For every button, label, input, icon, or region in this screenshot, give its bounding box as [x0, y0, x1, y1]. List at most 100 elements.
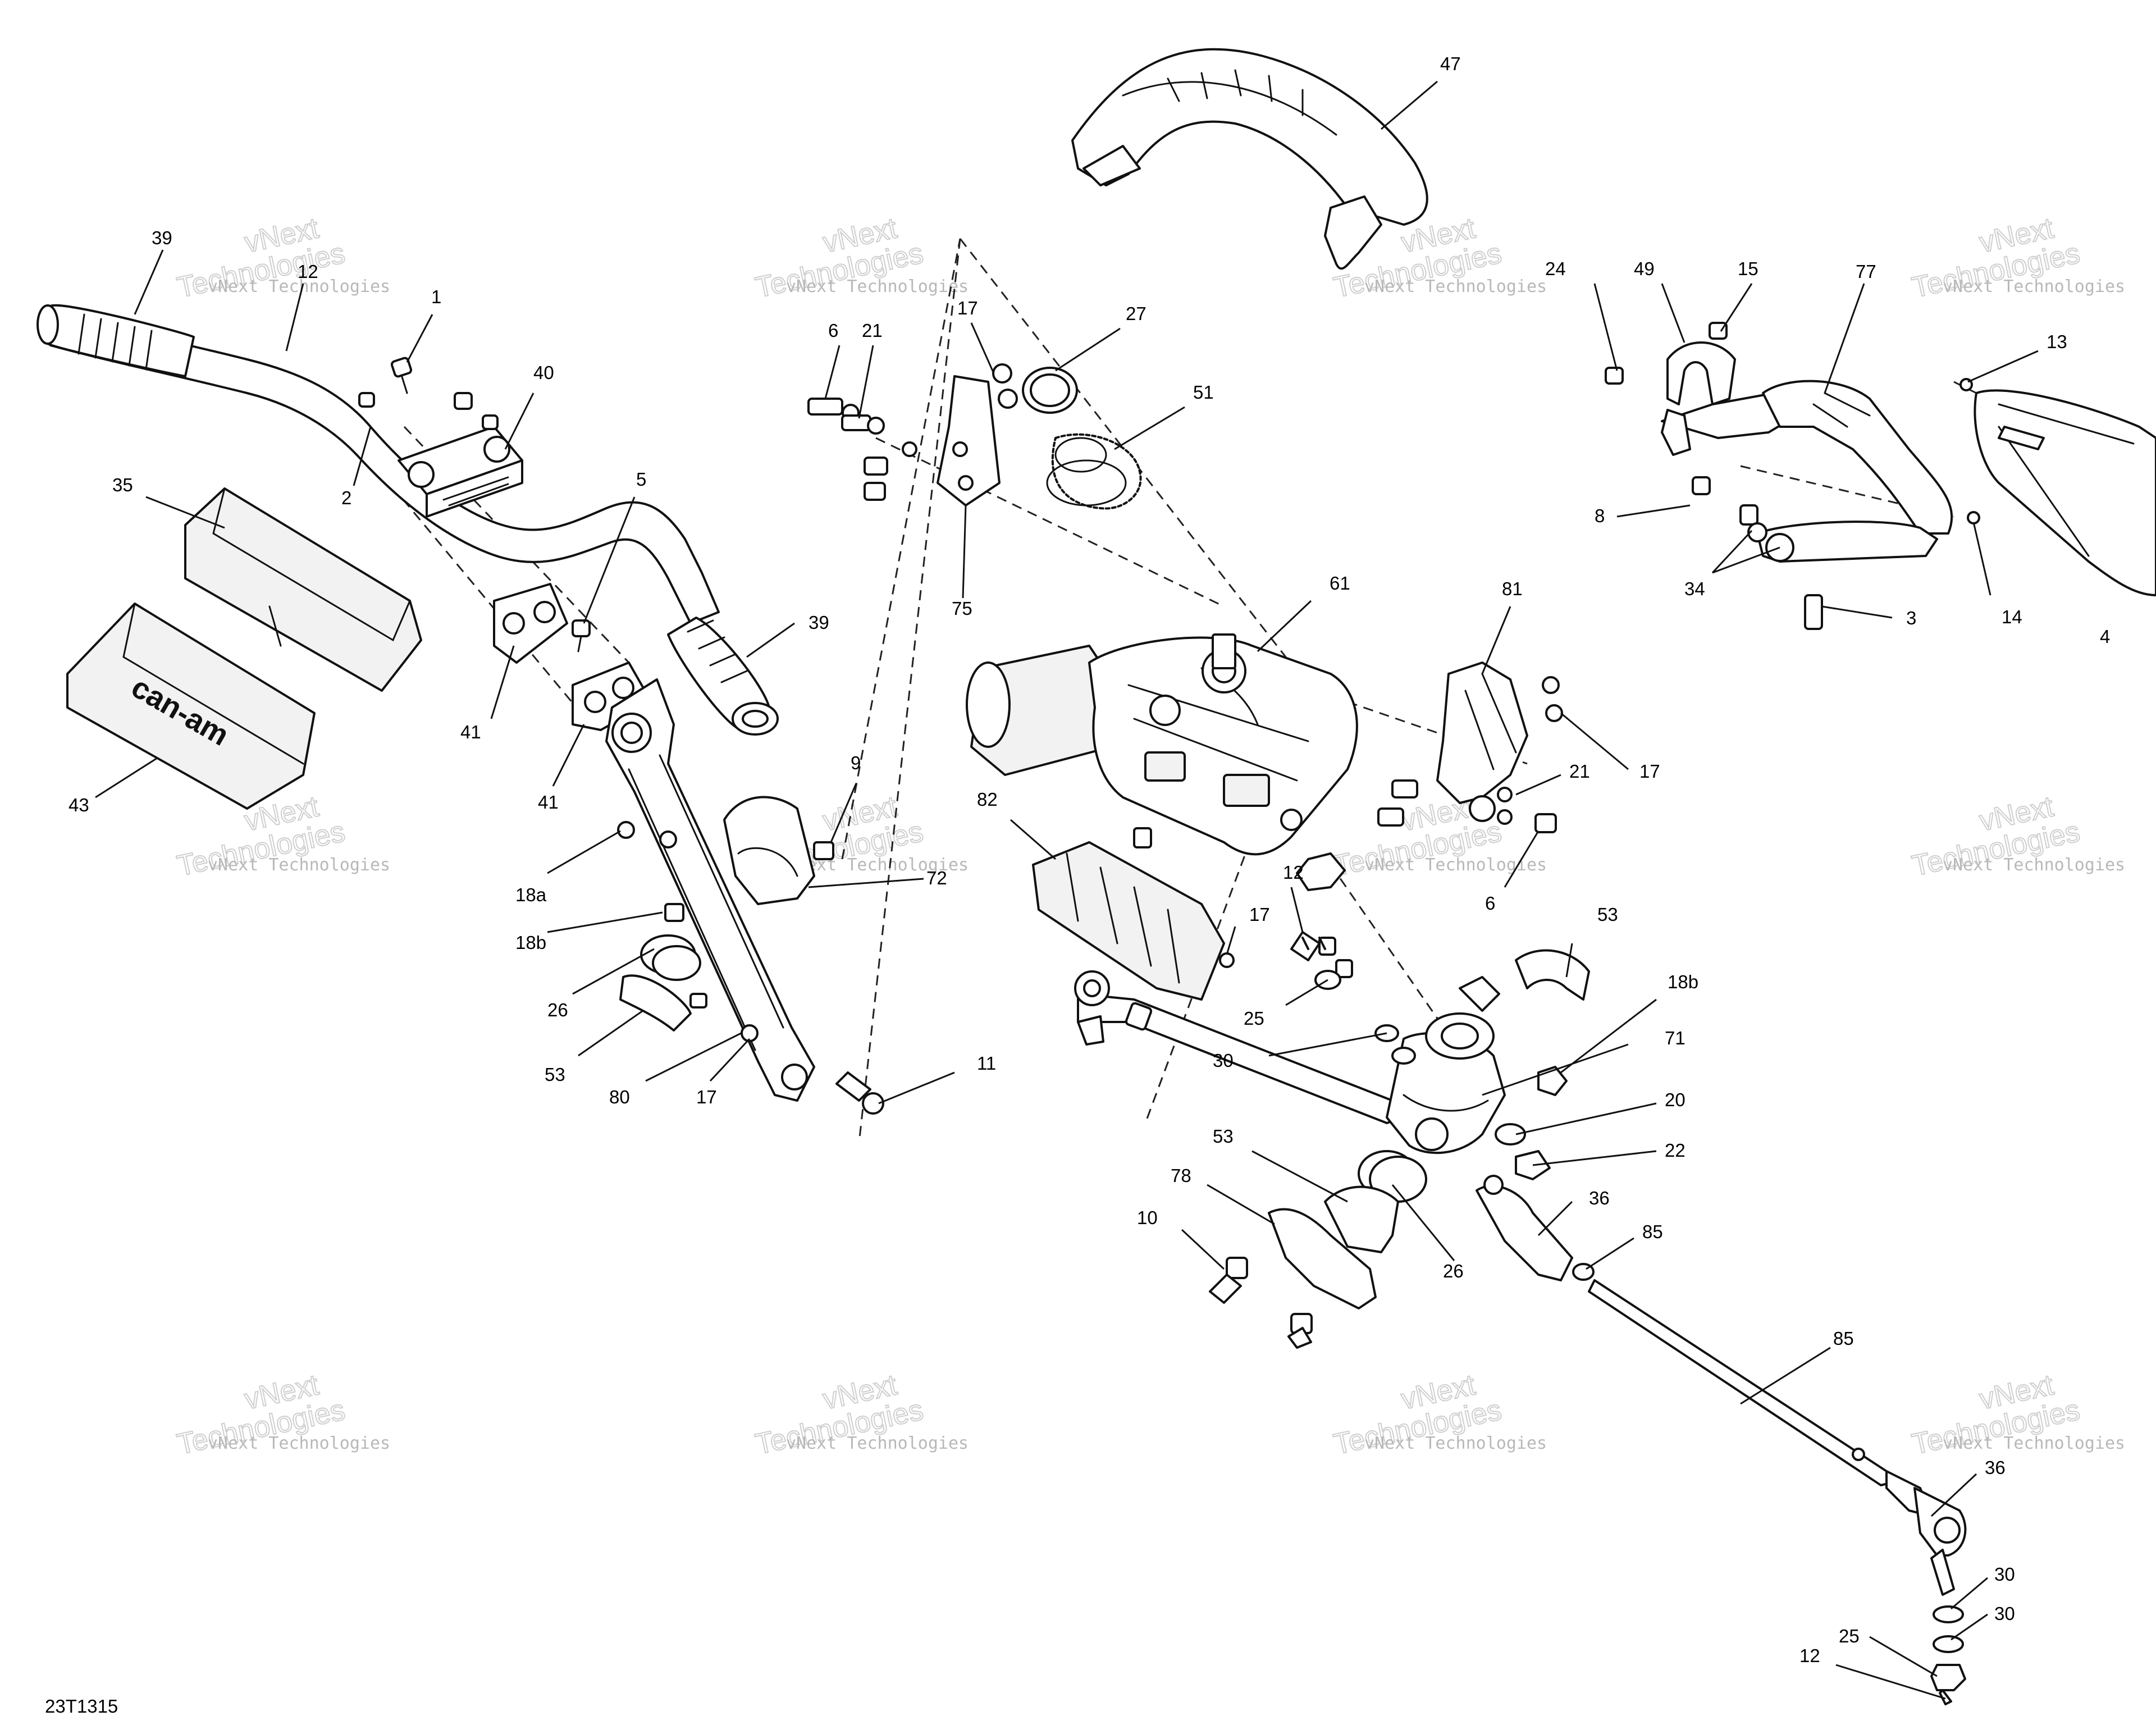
callout-6-right: 6: [1485, 893, 1495, 914]
svg-text:vNext Technologies: vNext Technologies: [786, 1434, 969, 1453]
clamp-lower-41a: [493, 583, 568, 664]
callout-13: 13: [2047, 331, 2067, 352]
skid-plate-82: [1032, 841, 1235, 1001]
callout-18b-left: 18b: [515, 932, 546, 953]
bolts-6-21-left: [807, 398, 917, 501]
svg-text:vNext Technologies: vNext Technologies: [786, 277, 969, 296]
bolt-1: [390, 357, 413, 394]
pad-43-can-am: can-am: [66, 603, 316, 810]
watermark: vNext Technologies vNext Technologies: [752, 211, 969, 304]
callout-22: 22: [1665, 1140, 1685, 1161]
callout-39-top: 39: [152, 227, 172, 248]
callout-30-center: 30: [1213, 1050, 1234, 1071]
clamp-53-lower: [1324, 1185, 1399, 1253]
grip-left: [36, 304, 195, 377]
assembly-lines: [369, 238, 1999, 1143]
callout-10: 10: [1137, 1207, 1158, 1228]
watermark: vNext Technologies vNext Technologies: [752, 1368, 969, 1461]
bracket-75: [937, 375, 1001, 506]
tie-rod-end-36-right: [1913, 1487, 1967, 1596]
callout-leaders: [95, 80, 2039, 1700]
callout-17-left: 17: [696, 1087, 717, 1107]
callout-85-lower: 85: [1833, 1328, 1854, 1349]
steering-column-80: [605, 678, 815, 1102]
watermark: vNext Technologies vNext Technologies: [173, 790, 390, 883]
washers-bottom-right: [1930, 1605, 1966, 1705]
bracket-81: [1377, 661, 1563, 833]
callout-labels: 39 12 1 40 2 35 5 39 41 41 43 18a 18b 26…: [68, 53, 2110, 1666]
handlebar-bolts: [358, 392, 499, 430]
callout-80: 80: [609, 1087, 630, 1107]
callout-75: 75: [952, 598, 972, 619]
bracket-78: [1209, 1208, 1377, 1349]
watermark: vNext Technologies vNext Technologies: [173, 1368, 390, 1461]
callout-36-lower: 36: [1985, 1457, 2006, 1478]
callout-1: 1: [431, 286, 441, 307]
callout-41-b: 41: [538, 792, 559, 813]
watermark: vNext Technologies vNext Technologies: [173, 211, 390, 304]
callout-39-right: 39: [808, 612, 829, 633]
watermarks: vNext Technologies vNext Technologies vN…: [173, 211, 2125, 1461]
callout-17-right: 17: [1639, 761, 1660, 782]
svg-text:vNext Technologies: vNext Technologies: [1364, 277, 1547, 296]
callout-82: 82: [977, 789, 998, 810]
callout-11: 11: [977, 1053, 996, 1074]
callout-18a: 18a: [515, 884, 547, 905]
callout-21-right: 21: [1569, 761, 1590, 782]
callout-24: 24: [1545, 258, 1566, 279]
callout-20: 20: [1665, 1089, 1685, 1110]
callout-12-lower: 12: [1799, 1645, 1820, 1666]
svg-text:vNext Technologies: vNext Technologies: [208, 855, 390, 875]
callout-78: 78: [1171, 1165, 1191, 1186]
power-steering-unit-61: [966, 633, 1358, 856]
callout-77: 77: [1856, 261, 1876, 282]
callout-14: 14: [2002, 606, 2022, 627]
callout-72: 72: [926, 868, 947, 888]
svg-text:vNext Technologies: vNext Technologies: [1943, 855, 2125, 875]
callout-35: 35: [112, 474, 133, 495]
figure-code: 23T1315: [45, 1696, 118, 1717]
callout-30-lower-b: 30: [1994, 1603, 2015, 1624]
callout-53-lower: 53: [1213, 1126, 1234, 1147]
bracket-72: [723, 796, 834, 905]
callout-9: 9: [851, 752, 861, 773]
callout-5: 5: [636, 469, 646, 490]
svg-text:vNext Technologies: vNext Technologies: [1364, 1434, 1547, 1453]
bolt-5: [572, 619, 591, 652]
tie-rod-left: [1074, 970, 1405, 1124]
callout-18b-right: 18b: [1668, 971, 1698, 992]
callout-30-lower-a: 30: [1994, 1564, 2015, 1585]
callout-41-a: 41: [460, 722, 481, 742]
watermark: vNext Technologies vNext Technologies: [1908, 211, 2125, 304]
bolt-11: [835, 1071, 884, 1115]
svg-text:vNext Technologies: vNext Technologies: [1364, 855, 1547, 875]
svg-text:vNext Technologies: vNext Technologies: [208, 1434, 390, 1453]
clamp-53-right: [1515, 949, 1590, 1001]
callout-34: 34: [1684, 578, 1705, 599]
callout-71: 71: [1665, 1028, 1685, 1048]
callout-40: 40: [533, 362, 554, 383]
callout-81: 81: [1502, 578, 1523, 599]
callout-51: 51: [1193, 382, 1214, 403]
bracket-49: [1661, 341, 1736, 456]
handguard-77: [1661, 380, 1953, 563]
callout-36-center: 36: [1589, 1188, 1610, 1208]
handguard-47: [1071, 48, 1428, 270]
svg-text:vNext Technologies: vNext Technologies: [1943, 277, 2125, 296]
watermark: vNext Technologies vNext Technologies: [1330, 790, 1547, 883]
callout-25-lower: 25: [1839, 1626, 1860, 1646]
callout-4: 4: [2100, 626, 2110, 647]
tie-rod-85: [1572, 1263, 1933, 1517]
cotter-pins-12: [1301, 937, 1326, 950]
grip-right: [667, 617, 779, 736]
callout-26-lower: 26: [1443, 1261, 1464, 1281]
watermark: vNext Technologies vNext Technologies: [1330, 1368, 1547, 1461]
callout-12-center: 12: [1283, 862, 1304, 883]
callout-17-center: 17: [1249, 904, 1270, 925]
clamp-27: [992, 363, 1078, 414]
steering-column-hardware: [617, 821, 759, 1042]
mirror-shield-4: [1974, 389, 2156, 596]
callout-3: 3: [1906, 608, 1916, 628]
watermark: vNext Technologies vNext Technologies: [1908, 1368, 2125, 1461]
